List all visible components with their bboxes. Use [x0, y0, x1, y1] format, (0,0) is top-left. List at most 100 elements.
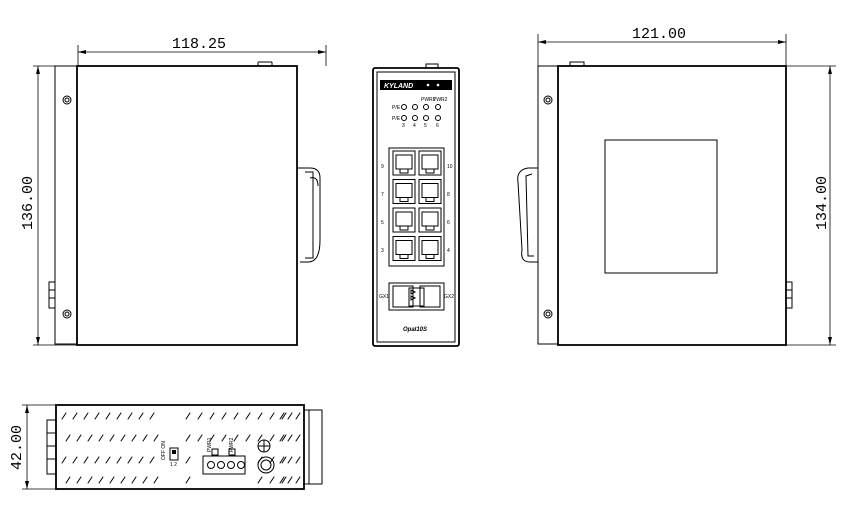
rj45-port: [392, 150, 416, 176]
vent-slot: [287, 412, 293, 420]
vent-slot: [94, 456, 100, 464]
vent-slot: [279, 456, 285, 464]
vent-slot: [233, 434, 239, 442]
port-label-8: 8: [447, 192, 450, 198]
vent-slot: [65, 476, 71, 484]
label-area: [604, 139, 718, 274]
vent-slot: [281, 434, 287, 442]
vent-slot: [233, 412, 239, 420]
port-label-4: 4: [447, 248, 450, 254]
vent-slot: [98, 434, 104, 442]
brand-logo: KYLAND: [384, 83, 413, 90]
vent-slot: [105, 456, 111, 464]
led-row2-label: P/E: [392, 116, 401, 122]
vent-slot: [87, 434, 93, 442]
dip-switch-nums: 1 2: [170, 462, 177, 468]
port-label-3: 3: [381, 248, 384, 254]
led-row1-label: P/E: [392, 105, 401, 111]
left-side-view: 118.25 136.00: [20, 36, 327, 346]
led-indicators: [401, 104, 441, 121]
rj45-port: [392, 207, 416, 233]
led-label-pwr2: PWR2: [433, 97, 448, 103]
vent-slot: [221, 434, 227, 442]
vent-slot: [185, 434, 191, 442]
dim-width-right: 121.00: [632, 26, 686, 43]
sfp-ports: [388, 282, 445, 311]
vent-slot: [109, 434, 115, 442]
vent-slot: [279, 476, 285, 484]
vent-slot: [281, 476, 287, 484]
vent-slot: [185, 412, 191, 420]
model-label: Opal10S: [403, 327, 427, 333]
vent-slot: [98, 476, 104, 484]
vent-slot: [257, 412, 263, 420]
vent-slot: [87, 476, 93, 484]
led-num-4: 4: [413, 123, 416, 129]
vent-slot: [269, 412, 275, 420]
vent-slot: [94, 412, 100, 420]
dim-height-right: 134.00: [814, 176, 831, 230]
vent-slot: [257, 476, 263, 484]
vent-slot: [61, 456, 67, 464]
vent-slot: [295, 456, 301, 464]
vent-slot: [281, 456, 287, 464]
vent-slot: [138, 456, 144, 464]
vent-slot: [76, 434, 82, 442]
vent-slot: [153, 434, 159, 442]
port-label-6: 6: [447, 220, 450, 226]
vent-slot: [197, 412, 203, 420]
vent-slot: [287, 456, 293, 464]
vent-slot: [269, 434, 275, 442]
round-connector-icon: [257, 456, 275, 474]
vent-slots: [61, 412, 301, 484]
vent-slot: [142, 434, 148, 442]
vent-slot: [127, 456, 133, 464]
vent-slot: [295, 412, 301, 420]
dim-width-left: 118.25: [172, 36, 226, 53]
rj45-ports: [392, 150, 442, 261]
vent-slot: [279, 412, 285, 420]
vent-slot: [131, 434, 137, 442]
rj45-port: [418, 150, 442, 176]
terminal-label-pwr1: PWR1: [207, 437, 213, 452]
terminal-label-pwr2: PWR2: [229, 437, 235, 452]
vent-slot: [105, 412, 111, 420]
vent-slot: [149, 412, 155, 420]
sfp-label-gx2: GX2: [444, 294, 454, 300]
port-label-5: 5: [381, 220, 384, 226]
vent-slot: [295, 476, 301, 484]
dim-height-bottom: 42.00: [9, 425, 26, 470]
right-side-view: 121.00 134.00: [517, 26, 836, 346]
vent-slot: [295, 434, 301, 442]
vent-slot: [131, 476, 137, 484]
rj45-port: [392, 179, 416, 204]
vent-slot: [257, 434, 263, 442]
led-label-pwr1: PWR1: [421, 97, 436, 103]
vent-slot: [76, 476, 82, 484]
vent-slot: [142, 476, 148, 484]
vent-slot: [185, 456, 191, 464]
dip-switch: [169, 447, 179, 461]
port-label-10: 10: [447, 164, 453, 170]
vent-slot: [116, 456, 122, 464]
vent-slot: [109, 476, 115, 484]
rj45-port: [392, 236, 416, 261]
vent-slot: [197, 434, 203, 442]
rj45-port-block: [388, 147, 445, 267]
vent-slot: [72, 412, 78, 420]
vent-slot: [83, 456, 89, 464]
vent-slot: [287, 434, 293, 442]
vent-slot: [120, 434, 126, 442]
vent-slot: [209, 434, 215, 442]
port-label-9: 9: [381, 164, 384, 170]
vent-slot: [269, 476, 275, 484]
dip-switch-label: OFF ON: [161, 441, 167, 460]
vent-slot: [185, 476, 191, 484]
front-panel-view: KYLAND PWR1 PWR2 P/E P/E 3 4 5 6 9 7 5 3…: [372, 63, 460, 347]
vent-slot: [153, 476, 159, 484]
vent-slot: [281, 412, 287, 420]
rj45-port: [418, 179, 442, 204]
vent-slot: [245, 412, 251, 420]
vent-slot: [138, 412, 144, 420]
vent-slot: [61, 412, 67, 420]
